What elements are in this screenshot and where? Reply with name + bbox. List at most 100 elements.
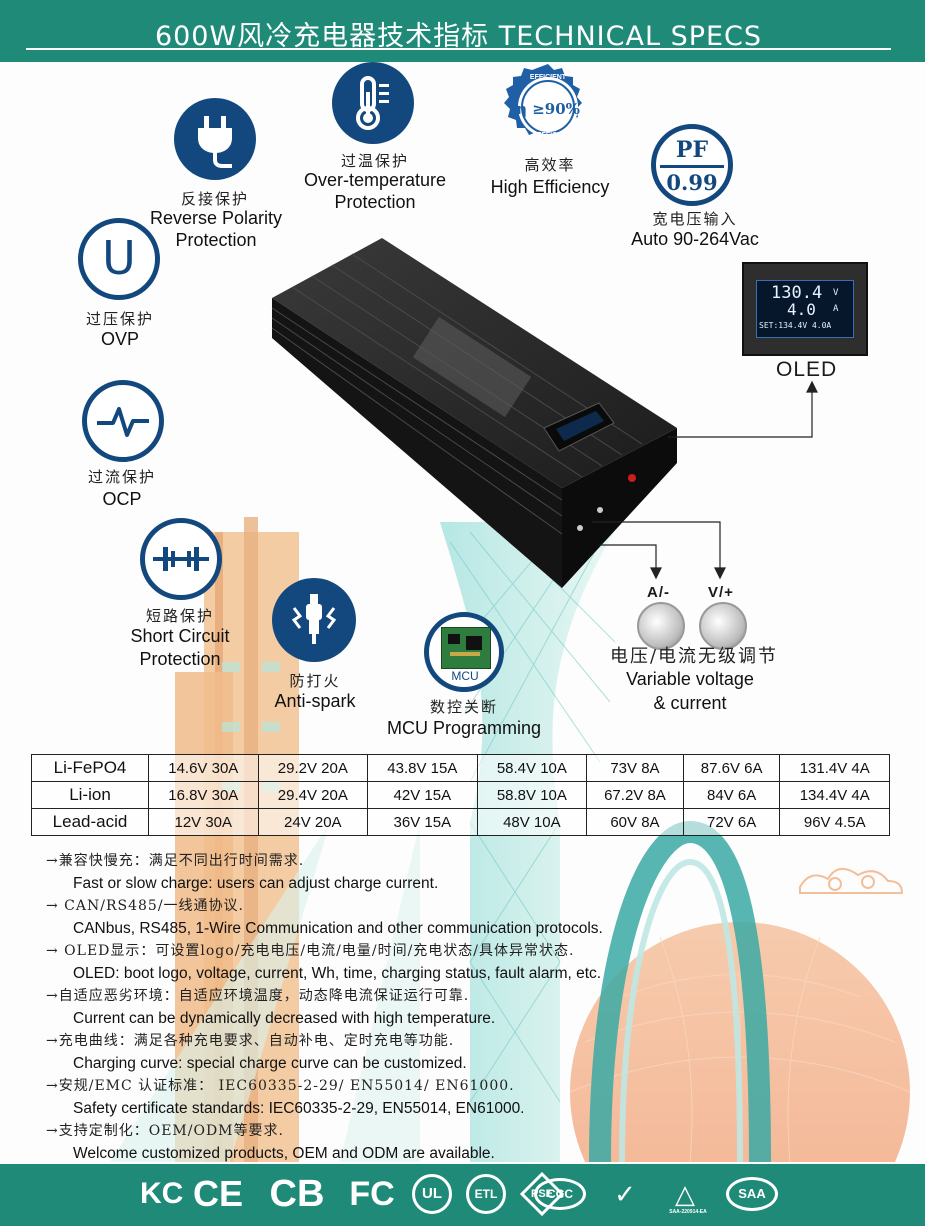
table-row: Lead-acid 12V 30A 24V 20A 36V 15A 48V 10… [31, 808, 890, 836]
pf-label: PF [675, 137, 709, 163]
variable-adjust-en2: & current [653, 693, 727, 713]
saa-small-label: SAA-220914-EA [669, 1209, 707, 1215]
kc-mark-icon: KC [140, 1177, 184, 1210]
table-row: Li-FePO4 14.6V 30A 29.2V 20A 43.8V 15A 5… [31, 754, 890, 782]
table-cell: 29.2V 20A [257, 754, 369, 782]
header-rule: 600W风冷充电器技术指标 TECHNICAL SPECS [26, 8, 891, 52]
triangle-mark-icon: △ [675, 1179, 695, 1209]
table-cell: 36V 15A [367, 808, 478, 836]
variable-adjust-cn: 电压/电流无级调节 [609, 646, 779, 667]
anti-spark-en: Anti-spark [274, 691, 356, 711]
note-en: Current can be dynamically decreased wit… [73, 1010, 496, 1027]
voltage-knob[interactable] [699, 602, 747, 650]
oled-current-unit: A [833, 304, 839, 314]
note-cn: →安规/EMC 认证标准： IEC60335-2-29/ EN55014/ EN… [46, 1078, 515, 1094]
ul-mark-icon: UL [412, 1174, 452, 1214]
ovp-u-icon: U [78, 218, 160, 300]
efficiency-badge-icon: η ≥90% EFFICIENT EFFICI [500, 62, 596, 152]
note-cn: → OLED显示：可设置logo/充电电压/电流/电量/时间/充电状态/具体异常… [46, 943, 575, 959]
oled-voltage-unit: V [833, 288, 839, 298]
table-cell: 16.8V 30A [148, 781, 259, 809]
saa-mark-icon: SAA [726, 1177, 778, 1211]
thermometer-icon [332, 62, 414, 144]
mcu-en: MCU Programming [386, 718, 542, 738]
table-cell: 24V 20A [257, 808, 369, 836]
table-cell: 48V 10A [476, 808, 588, 836]
table-cell: 58.4V 10A [476, 754, 588, 782]
table-cell: 42V 15A [367, 781, 478, 809]
battery-type: Li-FePO4 [31, 754, 149, 782]
ocp-pulse-icon [82, 380, 164, 462]
over-temperature-en2: Protection [334, 192, 416, 212]
efficiency-value: η ≥90% [516, 100, 580, 118]
short-circuit-en2: Protection [139, 649, 221, 669]
table-cell: 43.8V 15A [367, 754, 478, 782]
rcm-mark-icon: ✓ [614, 1179, 636, 1209]
anti-spark-cn: 防打火 [289, 672, 341, 690]
note-cn: → CAN/RS485/一线通协议. [46, 898, 244, 914]
table-cell: 67.2V 8A [586, 781, 684, 809]
note-cn: →兼容快慢充：满足不同出行时间需求. [46, 853, 305, 869]
table-cell: 84V 6A [682, 781, 781, 809]
reverse-polarity-en1: Reverse Polarity [149, 208, 283, 228]
note-cn: →自适应恶劣环境：自适应环境温度，动态降电流保证运行可靠. [46, 988, 470, 1004]
table-cell: 96V 4.5A [779, 808, 890, 836]
mcu-chip-icon: MCU [424, 612, 504, 692]
note-en: OLED: boot logo, voltage, current, Wh, t… [73, 965, 602, 982]
pf-badge-icon: PF 0.99 [651, 124, 733, 206]
efficiency-badge-bottom: EFFICI [536, 132, 560, 139]
cb-mark-icon: CB [269, 1173, 325, 1215]
over-temperature-cn: 过温保护 [340, 152, 409, 170]
etl-mark-icon: ETL [466, 1174, 506, 1214]
oled-screen: 130.4 V 4.0 A SET:134.4V 4.0A [756, 280, 854, 338]
efficiency-badge-top: EFFICIENT [529, 74, 567, 81]
note-en: Charging curve: special charge curve can… [73, 1055, 467, 1072]
spark-plug-icon [272, 578, 356, 662]
ovp-en: OVP [100, 329, 139, 349]
note-cn: →支持定制化：OEM/ODM等要求. [46, 1123, 284, 1139]
mcu-cn: 数控关断 [429, 698, 498, 716]
table-cell: 87.6V 6A [682, 754, 781, 782]
feature-notes: →兼容快慢充：满足不同出行时间需求. Fast or slow charge: … [46, 850, 906, 1165]
ccc-mark-icon: CCC [534, 1178, 586, 1210]
oled-label: OLED [776, 358, 838, 381]
table-row: Li-ion 16.8V 30A 29.4V 20A 42V 15A 58.8V… [31, 781, 890, 809]
table-cell: 14.6V 30A [148, 754, 259, 782]
oled-voltage: 130.4 [771, 283, 823, 303]
note-en: Fast or slow charge: users can adjust ch… [73, 875, 439, 892]
charger-product-image [271, 238, 677, 588]
reverse-polarity-en2: Protection [175, 230, 257, 250]
certification-footer: KC CE CB FC UL ETL PSE CCC ✓ △ SAA-22091… [0, 1164, 925, 1226]
short-circuit-en1: Short Circuit [130, 626, 230, 646]
ovp-cn: 过压保护 [85, 310, 154, 328]
reverse-polarity-cn: 反接保护 [180, 190, 249, 208]
oled-set-line: SET:134.4V 4.0A [759, 321, 832, 330]
table-cell: 134.4V 4A [779, 781, 890, 809]
fc-mark-icon: FC [349, 1175, 395, 1213]
auto-voltage-cn: 宽电压输入 [652, 210, 738, 228]
oled-current: 4.0 [787, 300, 816, 319]
table-cell: 131.4V 4A [779, 754, 890, 782]
table-cell: 60V 8A [586, 808, 684, 836]
note-cn: →充电曲线：满足各种充电要求、自动补电、定时充电等功能. [46, 1033, 455, 1049]
page-title: 600W风冷充电器技术指标 TECHNICAL SPECS [154, 21, 763, 52]
short-circuit-cn: 短路保护 [145, 607, 214, 625]
pf-value: 0.99 [666, 170, 718, 195]
auto-voltage-en: Auto 90-264Vac [631, 229, 759, 249]
current-knob[interactable] [637, 602, 685, 650]
mcu-chip-label: MCU [451, 669, 479, 683]
note-en: CANbus, RS485, 1-Wire Communication and … [73, 920, 603, 937]
ocp-en: OCP [102, 489, 142, 509]
table-cell: 29.4V 20A [257, 781, 369, 809]
over-temperature-en1: Over-temperature [303, 170, 447, 190]
ce-mark-icon: CE [192, 1173, 243, 1214]
table-cell: 72V 6A [682, 808, 781, 836]
high-efficiency-en: High Efficiency [490, 177, 610, 197]
high-efficiency-cn: 高效率 [524, 156, 576, 174]
note-en: Welcome customized products, OEM and ODM… [73, 1145, 495, 1162]
ocp-cn: 过流保护 [87, 468, 156, 486]
battery-type: Li-ion [31, 781, 149, 809]
table-cell: 58.8V 10A [476, 781, 588, 809]
table-cell: 73V 8A [586, 754, 684, 782]
